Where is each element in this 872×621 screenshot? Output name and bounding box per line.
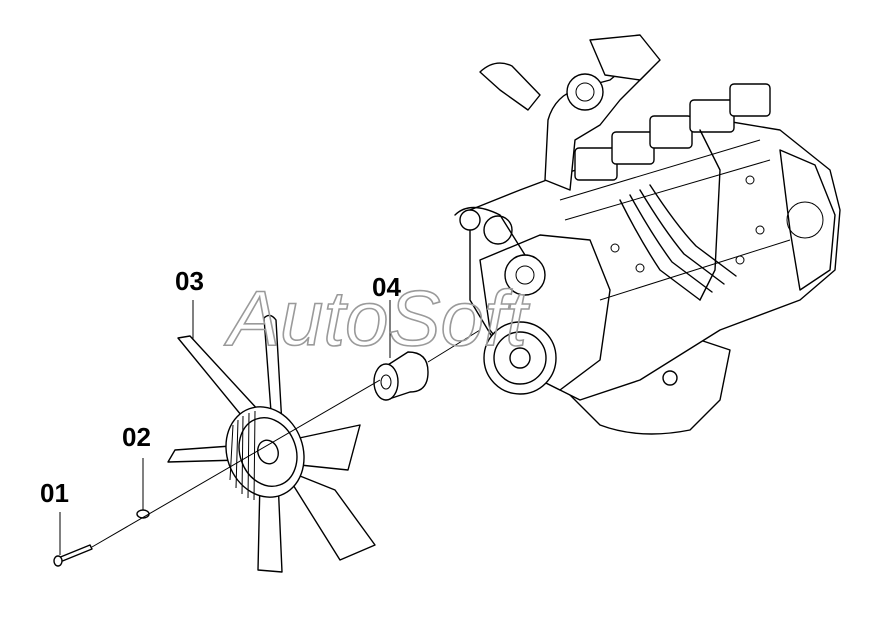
fan-assembly <box>167 314 376 573</box>
callout-03: 03 <box>175 266 204 296</box>
engine-assembly <box>454 34 841 435</box>
washer <box>136 509 150 519</box>
watermark-text: AutoSoft <box>224 274 531 362</box>
callout-02: 02 <box>122 422 151 452</box>
fan-spacer <box>373 351 429 401</box>
callout-04: 04 <box>372 272 401 302</box>
callout-01: 01 <box>40 478 69 508</box>
bolt <box>53 544 93 567</box>
assembly-axis-line <box>91 329 481 548</box>
